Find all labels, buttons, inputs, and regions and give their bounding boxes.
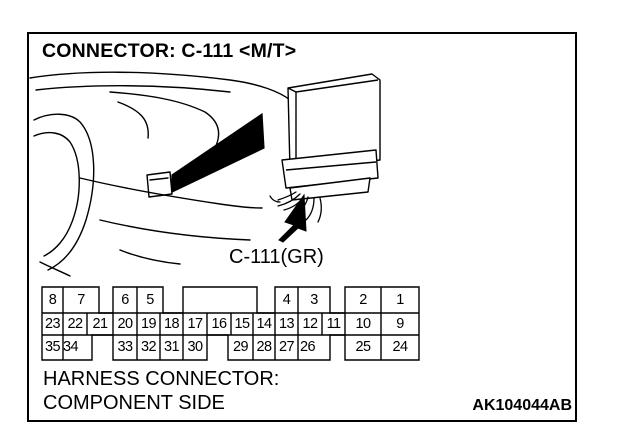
caption-harness-connector: HARNESS CONNECTOR: — [43, 368, 280, 390]
pin-29: 29 — [233, 339, 249, 355]
pin-25: 25 — [355, 339, 372, 355]
pin-20: 20 — [117, 316, 134, 332]
pin-4: 4 — [282, 292, 291, 308]
pin-8: 8 — [48, 292, 57, 308]
zoom-wedge — [171, 112, 265, 193]
pin-30: 30 — [187, 339, 204, 355]
pin-15: 15 — [234, 316, 251, 332]
pin-6: 6 — [121, 292, 129, 308]
pin-22: 22 — [67, 316, 84, 332]
pointer-arrow — [278, 193, 307, 243]
pin-3: 3 — [310, 292, 318, 308]
pin-19: 19 — [141, 316, 157, 332]
pin-2: 2 — [359, 292, 367, 308]
pin-9: 9 — [396, 316, 404, 332]
diagram-title: CONNECTOR: C-111 <M/T> — [42, 40, 297, 62]
pin-16: 16 — [211, 316, 228, 332]
pin-33: 33 — [117, 339, 134, 355]
pin-21: 21 — [92, 316, 109, 332]
pin-23: 23 — [45, 316, 61, 332]
pin-27: 27 — [279, 339, 295, 355]
pin-12: 12 — [302, 316, 319, 332]
pin-32: 32 — [141, 339, 157, 355]
pin-31: 31 — [164, 339, 180, 355]
pin-35: 35 — [45, 339, 61, 355]
pin-7: 7 — [77, 292, 85, 308]
pin-14: 14 — [256, 316, 273, 332]
pin-26: 26 — [300, 339, 316, 355]
pin-17: 17 — [187, 316, 204, 332]
pin-24: 24 — [392, 339, 409, 355]
connector-face — [41, 286, 420, 361]
pin-13: 13 — [279, 316, 295, 332]
pin-18: 18 — [164, 316, 180, 332]
pin-1: 1 — [396, 292, 404, 308]
ecu-module — [281, 73, 381, 201]
pin-10: 10 — [355, 316, 372, 332]
caption-component-side: COMPONENT SIDE — [43, 392, 225, 414]
figure-code: AK104044AB — [472, 397, 572, 414]
pin-5: 5 — [146, 292, 154, 308]
dashboard-illustration — [29, 71, 291, 277]
diagram-frame — [27, 32, 577, 422]
pin-28: 28 — [256, 339, 273, 355]
pin-11: 11 — [326, 316, 341, 332]
connector-callout-label: C-111(GR) — [229, 246, 324, 268]
pin-34: 34 — [63, 339, 79, 355]
